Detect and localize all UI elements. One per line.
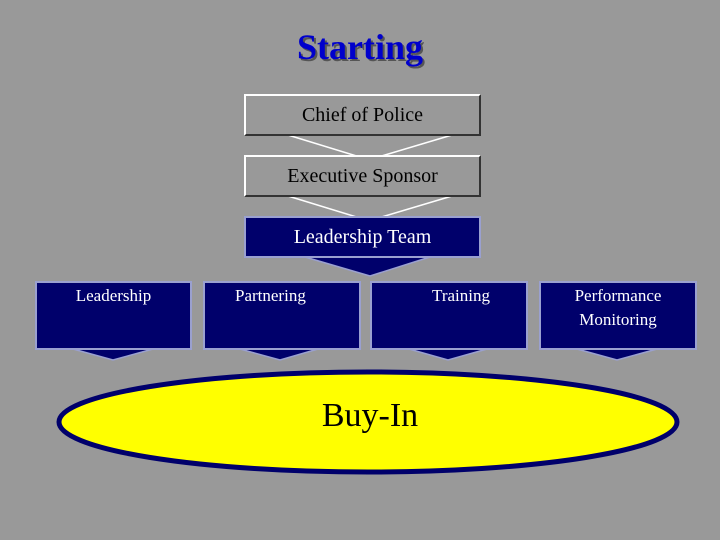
pillar-training: Training xyxy=(370,281,528,350)
buy-in-label: Buy-In xyxy=(321,397,419,434)
leadership-team-box: Leadership Team xyxy=(244,216,481,258)
pillar-performance-monitoring: Performance Monitoring xyxy=(539,281,697,350)
chief-of-police-label: Chief of Police xyxy=(301,103,424,126)
pillar-leadership: Leadership xyxy=(35,281,192,350)
chief-of-police-box: Chief of Police xyxy=(244,94,481,136)
pillar-leadership-label: Leadership xyxy=(75,286,152,305)
slide-title: Starting xyxy=(297,27,423,67)
arrow-pillar-partnering xyxy=(239,348,319,361)
executive-sponsor-label: Executive Sponsor xyxy=(287,164,438,187)
pillar-training-label: Training xyxy=(432,286,490,305)
pillar-partnering: Partnering xyxy=(203,281,361,350)
arrow-pillar-performance xyxy=(576,348,658,361)
executive-sponsor-box: Executive Sponsor xyxy=(244,155,481,197)
arrow-team-to-pillars xyxy=(304,256,431,277)
arrow-pillar-leadership xyxy=(72,348,154,361)
pillar-performance-monitoring-label: Performance Monitoring xyxy=(574,286,662,329)
leadership-team-label: Leadership Team xyxy=(293,225,432,248)
arrow-pillar-training xyxy=(408,348,488,361)
pillar-partnering-label: Partnering xyxy=(235,286,306,305)
buy-in-ellipse xyxy=(56,369,680,475)
